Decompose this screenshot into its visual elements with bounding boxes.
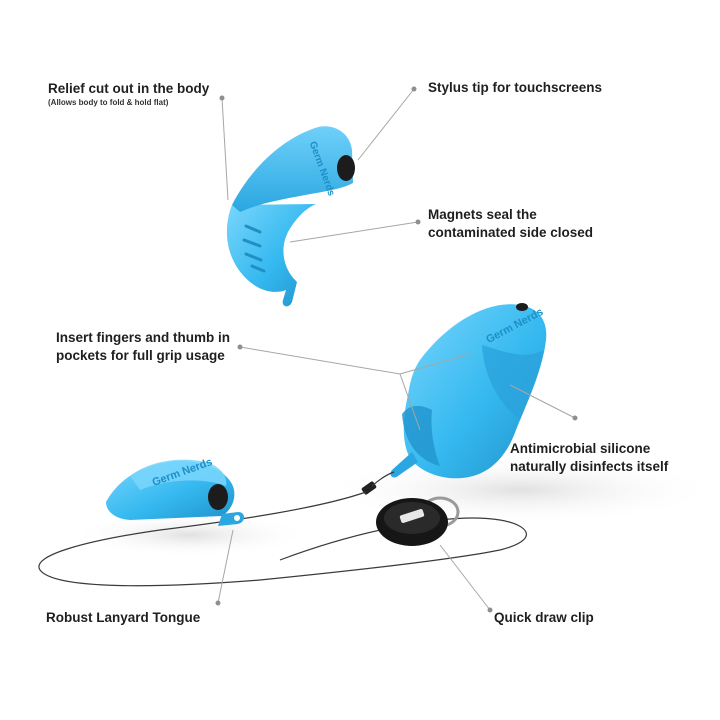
folded-device-top: Germ Nerds — [226, 126, 355, 307]
leader-lanyard — [217, 529, 234, 604]
callout-lanyard-label: Robust Lanyard Tongue — [46, 610, 201, 625]
dot-insert — [237, 344, 243, 350]
relief-cutout-ribs — [242, 224, 266, 273]
callout-insert-line1: Insert fingers and thumb in — [56, 330, 231, 345]
callout-magnets-line1: Magnets seal the — [428, 207, 537, 222]
dot-clip — [487, 607, 493, 613]
leader-insert-a — [239, 346, 401, 375]
callout-clip-label: Quick draw clip — [494, 610, 594, 625]
callout-antimicrobial: Antimicrobial silicone naturally disinfe… — [510, 440, 668, 476]
lanyard-cord — [38, 471, 527, 587]
callout-antimicrobial-line2: naturally disinfects itself — [510, 459, 669, 474]
dot-relief — [219, 95, 225, 101]
stylus-tip-left — [208, 484, 228, 510]
leader-lines — [217, 88, 576, 611]
callout-quick-draw-clip: Quick draw clip — [494, 609, 594, 627]
callout-antimicrobial-line1: Antimicrobial silicone — [510, 441, 651, 456]
open-device-right: Germ Nerds — [390, 303, 547, 479]
finger-pocket — [482, 345, 544, 420]
callout-stylus-tip: Stylus tip for touchscreens — [428, 79, 602, 97]
lanyard-tongue-right — [390, 452, 418, 478]
stylus-tip-top — [337, 155, 355, 181]
callout-relief-sub: (Allows body to fold & hold flat) — [48, 98, 169, 107]
closed-device-left: Germ Nerds — [106, 456, 244, 526]
callout-insert-line2: pockets for full grip usage — [56, 348, 225, 363]
folded-device-upper-body — [232, 126, 353, 212]
callout-magnets-line2: contaminated side closed — [428, 225, 594, 240]
leader-clip — [439, 544, 491, 611]
lanyard-hole — [234, 515, 240, 521]
quick-draw-clip — [376, 496, 460, 546]
callout-insert-fingers: Insert fingers and thumb in pockets for … — [56, 329, 230, 365]
folded-device-lower-flap — [226, 204, 316, 307]
callout-relief-cutout: Relief cut out in the body (Allows body … — [48, 80, 209, 108]
dot-lanyard — [215, 600, 221, 606]
thumb-pocket — [402, 405, 440, 466]
leader-stylus — [357, 88, 415, 161]
clip-slot — [399, 509, 425, 523]
dot-antimicrobial — [572, 415, 578, 421]
dot-magnets — [415, 219, 421, 225]
callout-lanyard-tongue: Robust Lanyard Tongue — [46, 609, 200, 627]
dot-stylus — [411, 86, 417, 92]
leader-insert-b — [399, 373, 421, 431]
leader-antimicrobial — [509, 384, 576, 419]
callout-relief-label: Relief cut out in the body — [48, 81, 210, 96]
open-device-body — [403, 304, 547, 479]
callout-stylus-label: Stylus tip for touchscreens — [428, 80, 603, 95]
cord-loop — [38, 471, 527, 587]
stylus-tip-right — [516, 303, 528, 311]
leader-dots — [215, 86, 578, 613]
leader-insert-c — [399, 353, 471, 375]
floor-shadow-left — [70, 513, 310, 557]
leader-relief — [221, 97, 229, 201]
leader-magnets — [289, 221, 419, 243]
callout-magnets: Magnets seal the contaminated side close… — [428, 206, 593, 242]
closed-device-top — [130, 459, 227, 490]
